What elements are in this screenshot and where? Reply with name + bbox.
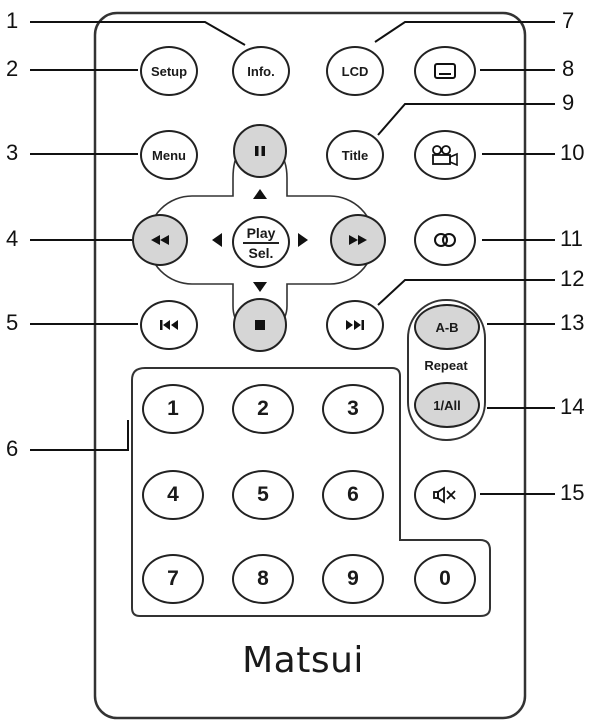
dpad-up-arrow[interactable] (253, 189, 267, 199)
mute-icon (433, 486, 456, 504)
callout-12: 12 (560, 266, 585, 291)
number-3-button[interactable]: 3 (322, 384, 384, 434)
callout-3: 3 (6, 140, 19, 165)
fast-forward-icon (349, 235, 367, 245)
callout-2: 2 (6, 56, 19, 81)
pause-icon (255, 146, 265, 156)
skip-back-icon (160, 320, 178, 330)
number-0-button[interactable]: 0 (414, 554, 476, 604)
setup-button[interactable]: Setup (140, 46, 198, 96)
repeat-group-outline (407, 299, 486, 441)
dpad-left-arrow[interactable] (212, 233, 222, 247)
callout-14: 14 (560, 394, 585, 419)
lcd-button[interactable]: LCD (326, 46, 384, 96)
number-pad-outline (131, 367, 491, 617)
callout-1: 1 (6, 8, 19, 33)
next-button[interactable] (326, 300, 384, 350)
brand-logo: Matsui (242, 640, 364, 681)
callout-11: 11 (560, 226, 583, 251)
rewind-icon (151, 235, 169, 245)
dpad-down-arrow[interactable] (253, 282, 267, 292)
remote-body (93, 11, 527, 720)
number-8-button[interactable]: 8 (232, 554, 294, 604)
callout-15: 15 (560, 480, 585, 505)
title-button[interactable]: Title (326, 130, 384, 180)
number-5-button[interactable]: 5 (232, 470, 294, 520)
repeat-all-button[interactable]: 1/All (414, 382, 480, 428)
callout-4: 4 (6, 226, 19, 251)
mute-button[interactable] (414, 470, 476, 520)
callout-9: 9 (562, 90, 575, 115)
rewind-button[interactable] (132, 214, 188, 266)
callout-8: 8 (562, 56, 575, 81)
dpad-right-arrow[interactable] (298, 233, 308, 247)
audio-icon (434, 233, 456, 247)
subtitle-button[interactable] (414, 46, 476, 96)
number-7-button[interactable]: 7 (142, 554, 204, 604)
angle-button[interactable] (414, 130, 476, 180)
menu-button[interactable]: Menu (140, 130, 198, 180)
skip-forward-icon (346, 320, 364, 330)
number-2-button[interactable]: 2 (232, 384, 294, 434)
number-6-button[interactable]: 6 (322, 470, 384, 520)
callout-13: 13 (560, 310, 585, 335)
fast-forward-button[interactable] (330, 214, 386, 266)
stop-button[interactable] (233, 298, 287, 352)
audio-button[interactable] (414, 214, 476, 266)
stop-icon (255, 320, 265, 330)
callout-5: 5 (6, 310, 19, 335)
camera-angle-icon (432, 145, 458, 166)
callout-6: 6 (6, 436, 19, 461)
play-select-button[interactable] (232, 216, 290, 268)
subtitle-icon (434, 63, 456, 79)
number-4-button[interactable]: 4 (142, 470, 204, 520)
info-button[interactable]: Info. (232, 46, 290, 96)
callout-10: 10 (560, 140, 585, 165)
leader-lines (30, 21, 555, 495)
callout-7: 7 (562, 8, 575, 33)
repeat-label: Repeat (424, 358, 468, 373)
number-9-button[interactable]: 9 (322, 554, 384, 604)
pause-button[interactable] (233, 124, 287, 178)
ab-repeat-button[interactable]: A-B (414, 304, 480, 350)
previous-button[interactable] (140, 300, 198, 350)
number-1-button[interactable]: 1 (142, 384, 204, 434)
